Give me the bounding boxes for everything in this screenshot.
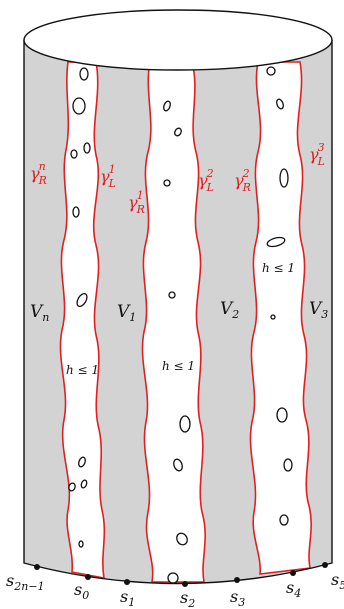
hole	[276, 407, 288, 423]
label-V1: V1	[117, 302, 136, 324]
hole	[179, 415, 191, 433]
label-h-le-1: h ≤ 1	[66, 363, 99, 377]
label-V2: V2	[220, 299, 239, 321]
point-s1	[124, 579, 130, 585]
hole	[68, 482, 76, 492]
hole	[174, 127, 182, 137]
label-h-le-1: h ≤ 1	[162, 359, 195, 373]
holes	[68, 66, 293, 584]
hole	[283, 458, 293, 472]
hole	[76, 292, 88, 308]
hole	[78, 456, 86, 468]
label-Vn: Vn	[30, 302, 49, 324]
label-s2: s2	[180, 588, 195, 609]
boundary-points	[34, 562, 328, 587]
hole	[83, 142, 91, 154]
label-s-2n-1: s2n−1	[6, 571, 45, 593]
white-strip-1	[141, 61, 206, 583]
hole	[163, 179, 171, 187]
point-s3	[234, 577, 240, 583]
hole	[163, 100, 171, 112]
white-strip-0	[59, 61, 106, 579]
label-h-le-1: h ≤ 1	[262, 261, 295, 275]
hole	[72, 206, 80, 218]
cylinder-top-ellipse	[23, 9, 333, 71]
hole	[270, 314, 276, 320]
hole	[176, 532, 188, 546]
hole	[70, 149, 78, 159]
hole	[266, 236, 286, 248]
hole	[279, 168, 289, 188]
label-s3: s3	[230, 587, 245, 609]
point-s0	[85, 574, 91, 580]
point-s4	[290, 570, 296, 576]
hole	[168, 291, 176, 299]
label-s5: s5	[331, 570, 344, 592]
hole	[266, 66, 276, 76]
label-s1: s1	[120, 587, 135, 609]
point-s-2n-1	[34, 564, 40, 570]
label-s4: s4	[286, 578, 301, 600]
point-s2	[182, 581, 188, 587]
hole	[80, 479, 88, 489]
hole	[276, 98, 284, 110]
hole	[173, 458, 183, 472]
hole	[72, 97, 86, 115]
label-V3: V3	[309, 299, 328, 321]
hole	[167, 572, 179, 584]
hole	[78, 540, 84, 548]
label-s0: s0	[74, 580, 89, 602]
hole	[279, 514, 289, 526]
hole	[79, 67, 89, 81]
point-s5	[322, 562, 328, 568]
cylinder-outline	[23, 40, 333, 585]
